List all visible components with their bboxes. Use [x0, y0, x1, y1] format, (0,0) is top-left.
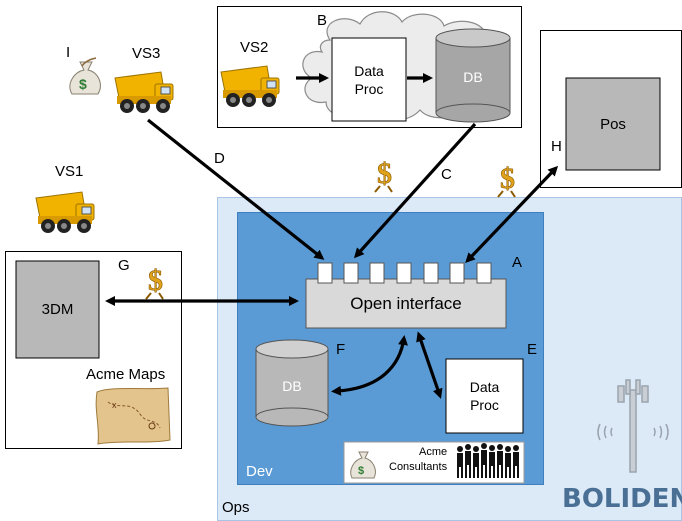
data-proc-top-box	[331, 37, 407, 122]
pos-label: Pos	[600, 115, 626, 133]
open-interface-label: Open interface	[350, 294, 462, 313]
svg-text:$: $	[500, 162, 515, 195]
label-d: D	[214, 150, 225, 167]
interface-ports	[317, 262, 492, 284]
acme-consultants-line1: Acme	[419, 446, 448, 458]
db-top-label: DB	[463, 69, 483, 85]
truck-vs2-icon	[220, 65, 280, 107]
label-e: E	[527, 341, 538, 358]
svg-text:$: $	[148, 264, 163, 297]
connection-arrows	[105, 73, 559, 399]
label-vs3: VS3	[132, 45, 161, 62]
label-vs2: VS2	[240, 39, 269, 56]
acme-consultants-line2: Consultants	[389, 461, 448, 473]
data-proc-top-label: Data Proc	[354, 62, 384, 97]
label-h: H	[551, 138, 562, 155]
3dm-box	[15, 260, 100, 359]
label-c: C	[441, 166, 452, 183]
svg-text:$: $	[79, 76, 87, 92]
treasure-map-icon: x	[95, 387, 171, 445]
threedm-label: 3DM	[41, 301, 74, 318]
svg-text:$: $	[358, 465, 364, 477]
arrow-h	[465, 165, 559, 264]
arrow-f	[331, 335, 408, 396]
label-f: F	[336, 341, 346, 358]
db-dev-cylinder	[255, 339, 329, 427]
money-bag-small-icon: $	[350, 451, 376, 479]
data-proc-dev-label: Data Proc	[469, 379, 500, 413]
ops-label: Ops	[222, 499, 250, 516]
truck-vs3-icon	[114, 71, 174, 113]
label-vs1: VS1	[55, 163, 84, 180]
svg-text:x: x	[112, 400, 117, 410]
arrow-e	[416, 331, 443, 399]
label-i: I	[66, 44, 71, 61]
db-top-cylinder	[435, 28, 511, 123]
truck-vs1-icon	[35, 191, 95, 233]
svg-text:$: $	[377, 157, 392, 190]
db-dev-label: DB	[282, 378, 302, 394]
label-g: G	[118, 257, 130, 274]
boliden-logo: BOLIDEN	[562, 484, 682, 514]
acme-maps-label: Acme Maps	[86, 366, 166, 383]
data-proc-dev-box	[445, 358, 524, 434]
label-b: B	[317, 12, 328, 29]
label-a: A	[512, 254, 523, 271]
arrow-d	[147, 118, 325, 260]
dev-label: Dev	[246, 463, 273, 480]
money-bag-icon: $	[64, 56, 106, 98]
pos-box	[565, 77, 661, 171]
cell-tower-icon	[597, 379, 669, 473]
people-silhouettes-icon	[457, 443, 519, 478]
arrow-c	[353, 122, 477, 259]
